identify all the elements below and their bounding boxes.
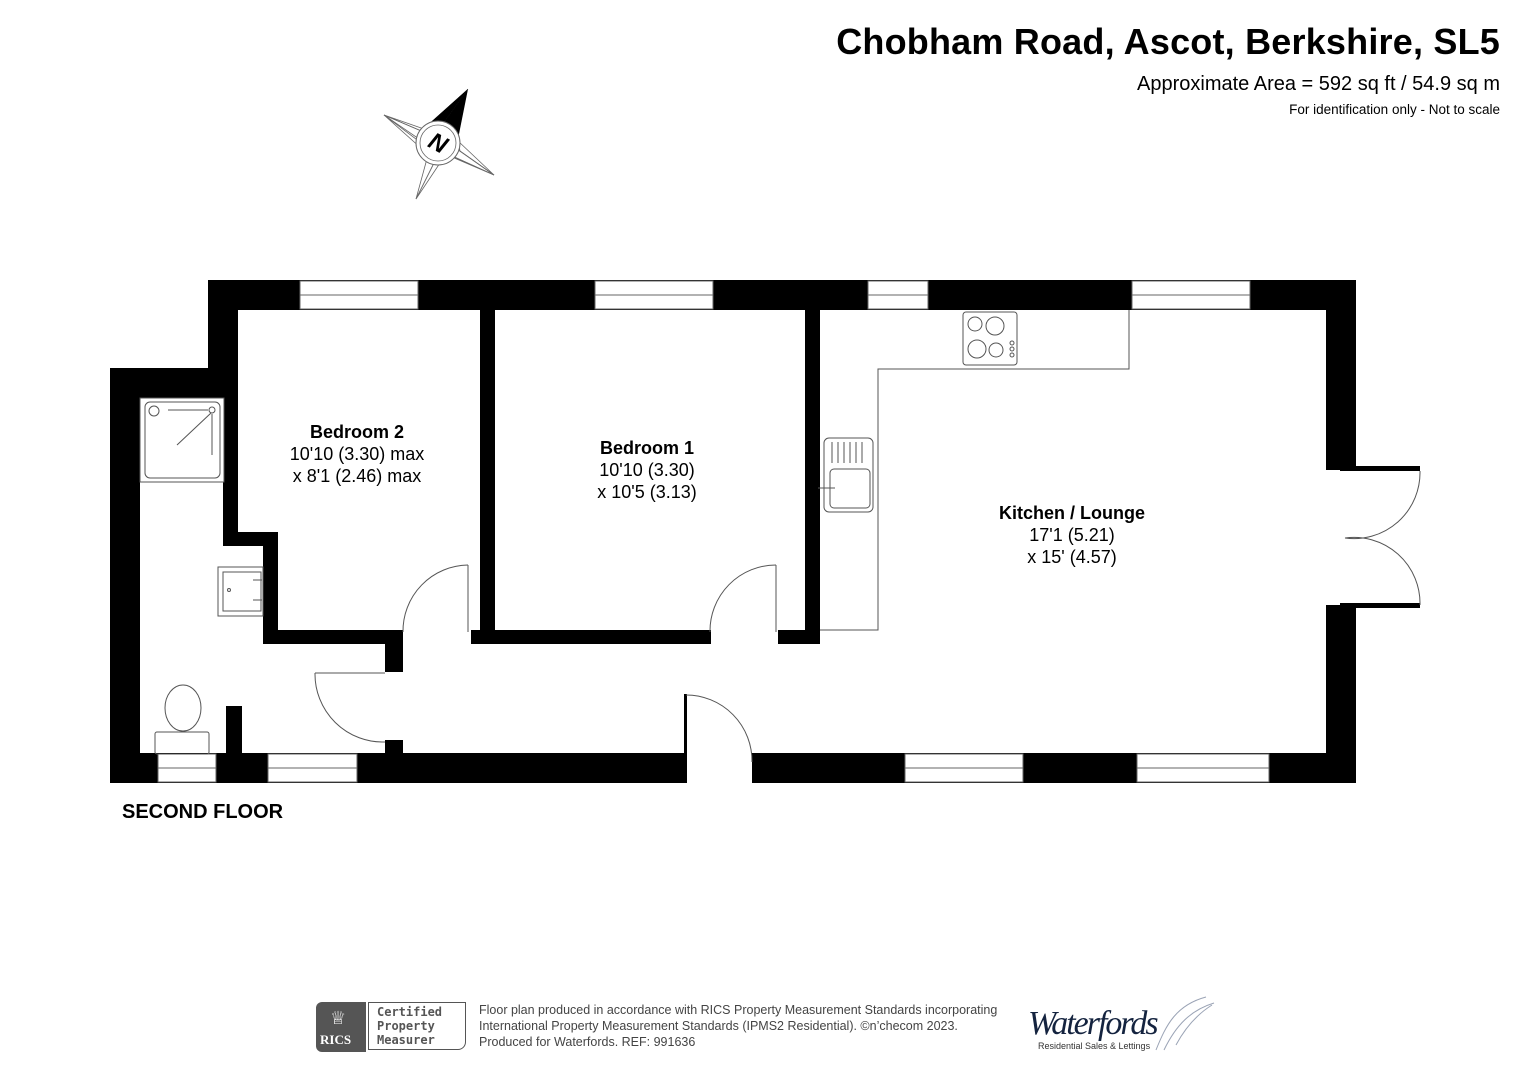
room-name: Kitchen / Lounge [999, 503, 1145, 523]
room-label-bedroom-1: Bedroom 1 10'10 (3.30) x 10'5 (3.13) [597, 437, 697, 503]
footer-text-line: Produced for Waterfords. REF: 991636 [479, 1035, 696, 1049]
room-label-bedroom-2: Bedroom 2 10'10 (3.30) max x 8'1 (2.46) … [290, 421, 425, 487]
rics-lion-icon: ♕ [330, 1008, 347, 1028]
certified-line: Property [377, 1019, 435, 1033]
room-label-kitchen-lounge: Kitchen / Lounge 17'1 (5.21) x 15' (4.57… [999, 502, 1145, 568]
room-dimension: 17'1 (5.21) [1029, 525, 1115, 545]
footer-text-line: Floor plan produced in accordance with R… [479, 1003, 998, 1017]
brand-tagline: Residential Sales & Lettings [1038, 1041, 1151, 1051]
room-name: Bedroom 2 [309, 422, 405, 442]
certified-measurer-box: Certified Property Measurer [368, 1002, 466, 1050]
floor-level-label: SECOND FLOOR [122, 801, 284, 823]
plan-footer: ♕ RICS Certified Property Measurer Floor… [316, 996, 1216, 1060]
hob-icon [962, 311, 1018, 366]
rics-certified-badge: ♕ RICS Certified Property Measurer [316, 1002, 468, 1052]
rics-label: RICS [320, 1032, 352, 1047]
room-name: Bedroom 1 [599, 438, 695, 458]
windows [157, 280, 1270, 783]
footer-text-line: International Property Measurement Stand… [479, 1019, 958, 1033]
kitchen-sink-icon [818, 437, 874, 513]
shower-tray-icon [139, 397, 225, 483]
plan-header: Chobham Road, Ascot, Berkshire, SL5 Appr… [836, 20, 1500, 118]
room-dimension: x 10'5 (3.13) [597, 482, 697, 502]
property-address-title: Chobham Road, Ascot, Berkshire, SL5 [836, 21, 1500, 62]
room-dimension: 10'10 (3.30) max [289, 444, 425, 464]
standards-statement: Floor plan produced in accordance with R… [479, 1002, 997, 1050]
room-dimension: x 8'1 (2.46) max [292, 466, 422, 486]
scale-disclaimer: For identification only - Not to scale [1289, 102, 1500, 117]
toilet-icon [154, 684, 210, 755]
room-dimension: x 15' (4.57) [1027, 547, 1117, 567]
room-dimension: 10'10 (3.30) [599, 460, 695, 480]
brand-name: Waterfords [1028, 1005, 1159, 1042]
certified-line: Measurer [377, 1033, 435, 1047]
wash-basin-icon [217, 566, 264, 617]
w-swash-icon [1155, 996, 1215, 1051]
waterfords-logo: Waterfords Residential Sales & Lettings [1026, 995, 1216, 1061]
north-arrow-icon: N [383, 88, 495, 200]
approximate-area: Approximate Area = 592 sq ft / 54.9 sq m [1137, 73, 1500, 95]
rics-logo: ♕ RICS [316, 1002, 366, 1052]
certified-line: Certified [377, 1005, 443, 1019]
walls [110, 280, 1420, 783]
kitchen-counter [820, 310, 1130, 631]
doors [314, 470, 1421, 763]
